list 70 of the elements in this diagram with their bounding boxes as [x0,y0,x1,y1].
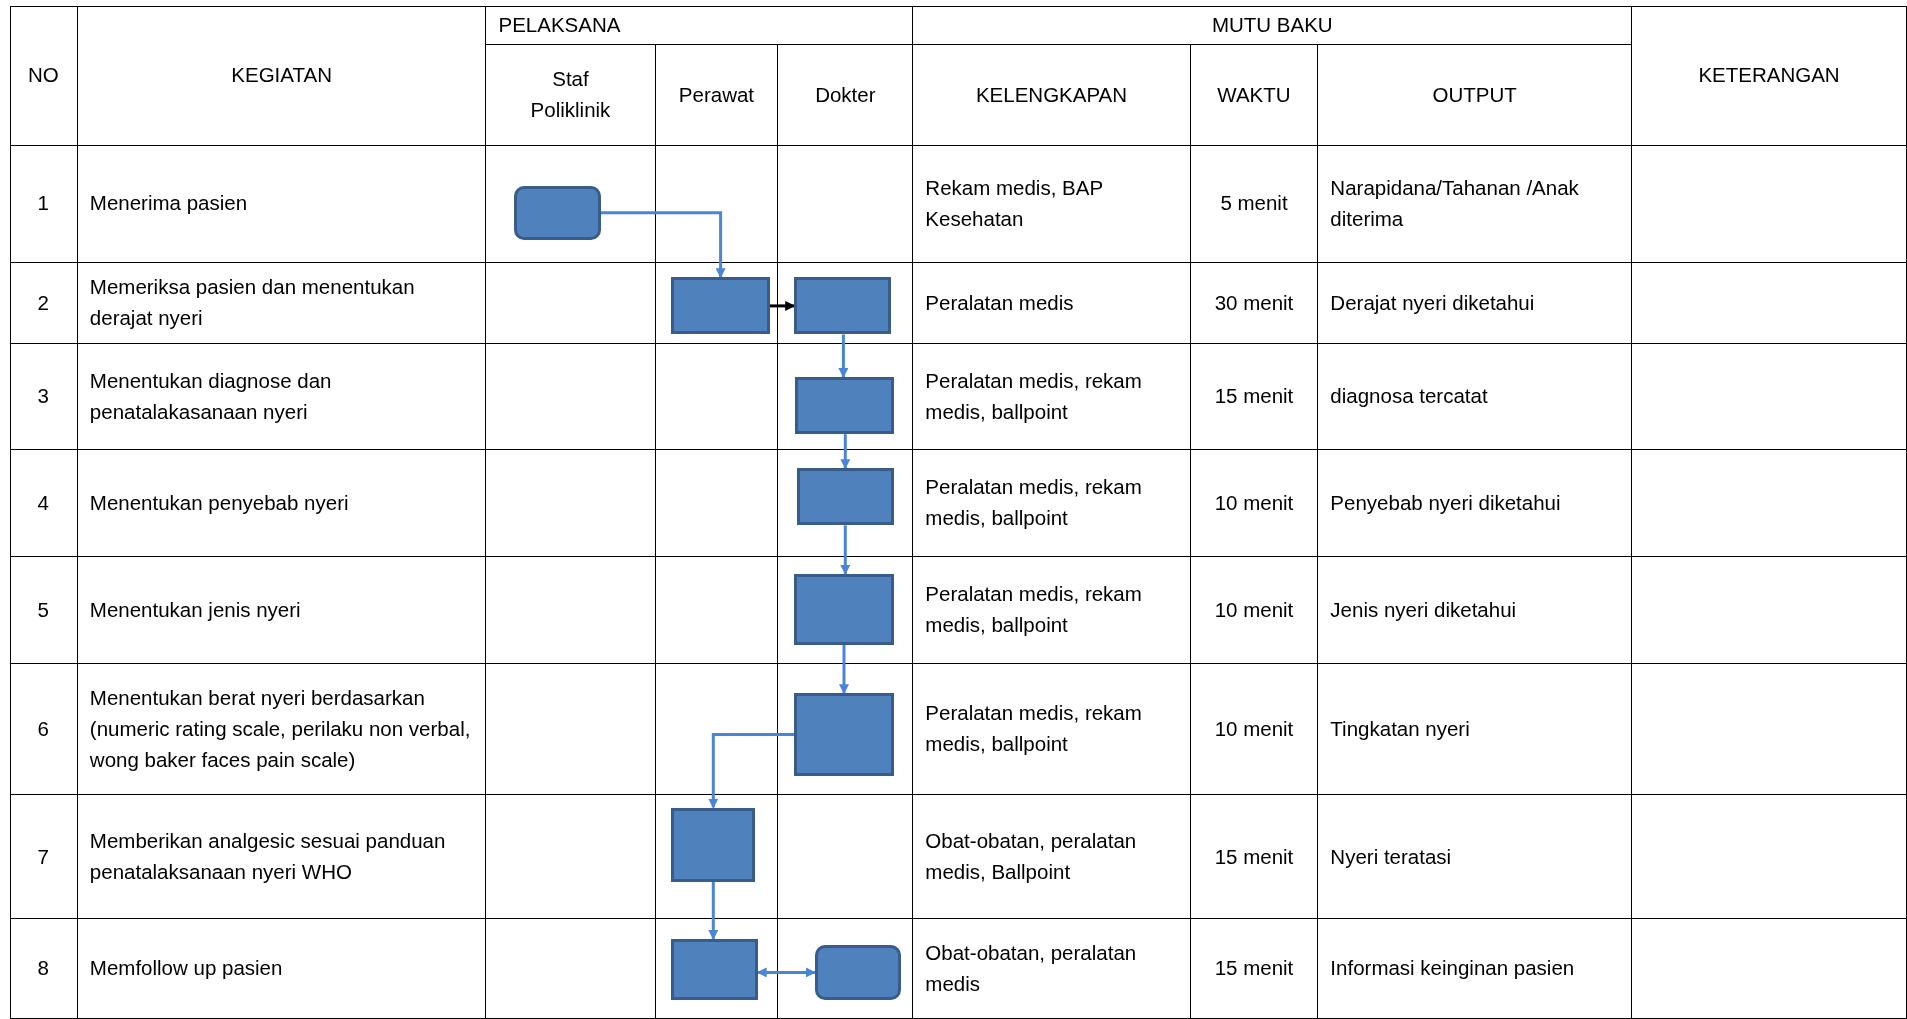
process-box [796,468,894,526]
duration-text: 5 menit [1220,190,1288,217]
activity-text: Menentukan berat nyeri berdasarkan (numeric rating scale, perilaku non verbal, wong baker faces pain scale) [89,685,472,773]
output-text: Penyebab nyeri diketahui [1330,489,1561,516]
row-number: 8 [37,955,49,982]
row-number: 2 [37,289,49,316]
activity-text: Menentukan diagnose dan penatalakasanaan nyeri [89,367,333,425]
equipment-text: Peralatan medis, rekam medis, ballpoint [925,474,1143,531]
equipment-text: Peralatan medis, rekam medis, ballpoint [925,367,1143,425]
output-text: Nyeri teratasi [1330,843,1452,870]
process-box [671,938,758,1000]
duration-text: 15 menit [1214,383,1294,410]
activity-text: Memberikan analgesic sesuai panduan penatalaksanaan nyeri WHO [89,828,447,885]
activity-text: Menerima pasien [89,190,248,217]
duration-text: 10 menit [1214,489,1294,516]
activity-text: Memeriksa pasien dan menentukan derajat nyeri [89,274,416,331]
duration-text: 10 menit [1214,715,1294,742]
group-header: MUTU BAKU [1211,11,1333,38]
duration-text: 15 menit [1214,955,1294,982]
activity-text: Memfollow up pasien [89,955,283,982]
row-number: 7 [37,843,49,870]
column-header: KEGIATAN [231,62,332,89]
process-box [814,945,902,1000]
column-header: Staf Poliklinik [529,66,612,123]
column-header: NO [27,62,59,89]
arrow [838,334,849,378]
arrow [708,733,795,809]
arrow [756,967,816,978]
group-header: PELAKSANA [498,11,621,38]
row-number: 6 [37,715,49,742]
process-box [794,277,892,335]
column-header: OUTPUT [1432,81,1517,108]
row-number: 3 [37,383,49,410]
equipment-text: Peralatan medis, rekam medis, ballpoint [925,581,1143,638]
process-box [671,277,770,335]
column-header: KELENGKAPAN [975,81,1128,108]
activity-text: Menentukan jenis nyeri [89,596,301,623]
process-box [671,807,756,882]
equipment-text: Obat-obatan, peralatan medis, Ballpoint [925,828,1138,885]
process-box [795,377,894,435]
row-number: 5 [37,596,49,623]
column-header: WAKTU [1217,81,1291,108]
arrow [769,300,796,311]
equipment-text: Obat-obatan, peralatan medis [925,940,1138,997]
equipment-text: Peralatan medis, rekam medis, ballpoint [925,700,1143,758]
duration-text: 15 menit [1214,843,1294,870]
process-box [794,693,894,776]
output-text: Informasi keinginan pasien [1330,955,1575,982]
output-text: Jenis nyeri diketahui [1330,596,1517,623]
duration-text: 30 menit [1214,289,1294,316]
arrow [708,881,719,940]
process-box [794,574,894,645]
column-header: Perawat [678,81,755,108]
row-number: 4 [37,489,49,516]
row-number: 1 [37,190,49,217]
arrow [840,525,851,575]
arrow [839,644,849,695]
equipment-text: Rekam medis, BAP Kesehatan [925,175,1104,232]
output-text: Tingkatan nyeri [1330,715,1470,742]
activity-text: Menentukan penyebab nyeri [89,489,349,516]
arrow [600,211,726,279]
output-text: diagnosa tercatat [1330,383,1488,410]
column-header: KETERANGAN [1698,62,1840,89]
arrow [840,434,851,470]
output-text: Narapidana/Tahanan /Anak diterima [1330,175,1580,232]
output-text: Derajat nyeri diketahui [1330,289,1535,316]
process-box [514,186,601,240]
duration-text: 10 menit [1214,596,1294,623]
equipment-text: Peralatan medis [925,289,1074,316]
column-header: Dokter [815,81,876,108]
